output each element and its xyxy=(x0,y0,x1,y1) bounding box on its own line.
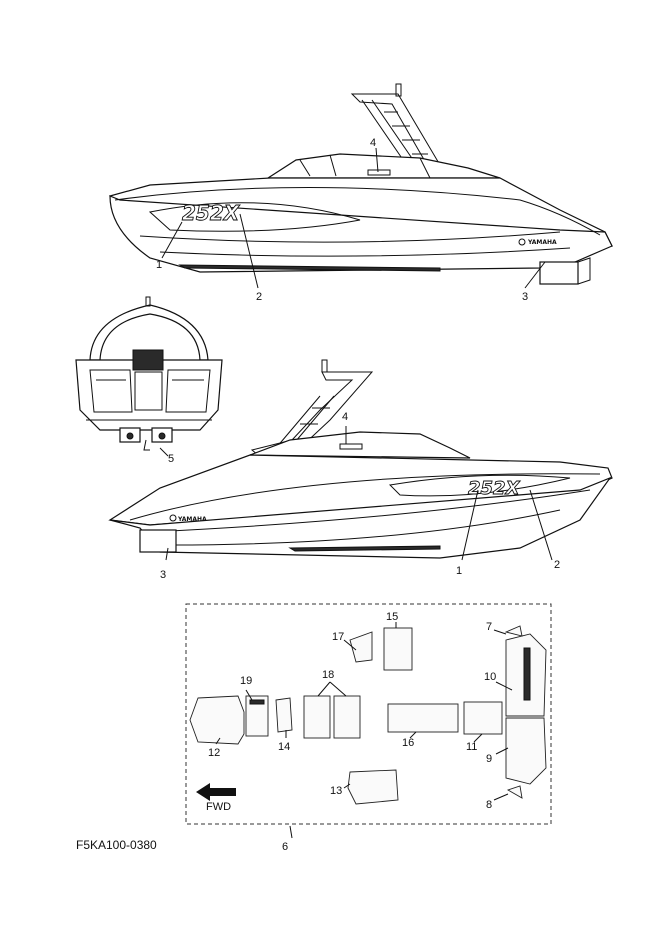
mat-pad-14 xyxy=(275,697,293,733)
callout-2-top: 2 xyxy=(256,291,262,303)
boat-side-view-port: 252X YAMAHA 4 1 2 3 xyxy=(108,359,613,581)
callout-19: 19 xyxy=(240,675,252,687)
callout-15: 15 xyxy=(386,611,398,623)
callout-1-top: 1 xyxy=(156,259,162,271)
callout-3-top: 3 xyxy=(522,291,528,303)
mat-pad-11 xyxy=(463,701,503,735)
callout-3-bottom: 3 xyxy=(160,569,166,581)
mat-pad-13 xyxy=(347,769,399,805)
callout-11: 11 xyxy=(466,741,477,753)
fwd-label: FWD xyxy=(206,801,232,813)
mat-trim-8 xyxy=(506,785,523,799)
mat-pad-19 xyxy=(245,695,269,737)
mat-pad-18b xyxy=(333,695,361,739)
deck-mat-kit: 19 12 14 18 17 15 16 11 10 9 7 8 13 6 xyxy=(185,603,552,853)
callout-4-bottom: 4 xyxy=(342,411,348,423)
callout-17: 17 xyxy=(332,631,344,643)
callout-4-top: 4 xyxy=(370,137,376,149)
callout-10: 10 xyxy=(484,671,496,683)
callout-13: 13 xyxy=(330,785,342,797)
callout-8: 8 xyxy=(486,799,492,811)
callout-14: 14 xyxy=(278,741,290,753)
hull-graphic-252x-port: 252X xyxy=(468,478,521,499)
mat-pad-9 xyxy=(505,717,547,785)
mat-pad-16 xyxy=(387,703,459,733)
callout-12: 12 xyxy=(208,747,220,759)
callout-2-bottom: 2 xyxy=(554,559,560,571)
mat-pad-12 xyxy=(189,695,245,745)
boat-rear-view: 5 xyxy=(75,296,223,465)
callout-6: 6 xyxy=(282,841,288,853)
callout-1-bottom: 1 xyxy=(456,565,462,577)
yamaha-logo-text: YAMAHA xyxy=(527,239,557,246)
yamaha-logo-text-port: YAMAHA xyxy=(177,516,207,523)
callout-9: 9 xyxy=(486,753,492,765)
mat-pad-17 xyxy=(349,631,373,663)
boat-side-view-starboard: 252X YAMAHA 1 2 3 4 xyxy=(109,83,613,303)
callout-7: 7 xyxy=(486,621,492,633)
mat-trim-7 xyxy=(504,625,523,637)
callout-5: 5 xyxy=(168,453,174,465)
fwd-arrow-icon xyxy=(196,783,236,801)
mat-pad-15 xyxy=(383,627,413,671)
callout-16: 16 xyxy=(402,737,414,749)
mat-kit-border xyxy=(185,603,552,825)
callout-18: 18 xyxy=(322,669,334,681)
mat-pad-18a xyxy=(303,695,331,739)
part-code: F5KA100-0380 xyxy=(76,838,157,852)
hull-graphic-252x: 252X xyxy=(182,201,241,225)
